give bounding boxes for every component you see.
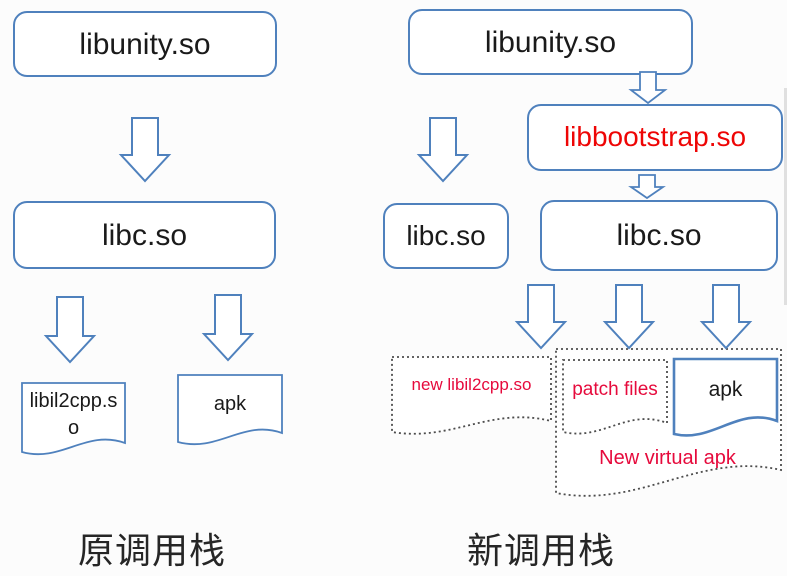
down-arrow-icon xyxy=(43,296,97,364)
down-arrow-icon xyxy=(118,117,172,183)
down-arrow-icon xyxy=(628,71,668,105)
virtual-apk-label: New virtual apk xyxy=(599,446,736,469)
down-arrow-icon xyxy=(628,174,666,200)
libil2cpp-document-label: libil2cpp.so xyxy=(29,390,118,439)
apk-right-document-label: apk xyxy=(708,378,743,401)
down-arrow-icon xyxy=(514,284,568,350)
node-libbootstrap-label: libbootstrap.so xyxy=(563,121,747,153)
node-libc-right-main: libc.so xyxy=(540,200,778,271)
node-libc-right-small-label: libc.so xyxy=(406,219,486,251)
node-libunity-right: libunity.so xyxy=(408,9,693,75)
down-arrow-icon xyxy=(416,117,470,183)
caption-new-call-stack: 新调用栈 xyxy=(466,531,615,571)
screen-edge-artifact xyxy=(784,88,787,305)
patch-files-document-label: patch files xyxy=(572,379,658,400)
node-libunity-left: libunity.so xyxy=(13,11,277,77)
node-libc-left: libc.so xyxy=(13,201,276,269)
caption-original-call-stack: 原调用栈 xyxy=(77,531,226,571)
node-libc-right-main-label: libc.so xyxy=(616,219,702,252)
node-libunity-left-label: libunity.so xyxy=(79,27,211,61)
new-libil2cpp-document-label: new libil2cpp.so xyxy=(411,375,532,394)
node-libunity-right-label: libunity.so xyxy=(484,25,617,59)
virtual-apk-dotted-document-shape xyxy=(555,348,782,497)
node-libc-right-small: libc.so xyxy=(383,203,509,269)
down-arrow-icon xyxy=(201,294,255,362)
apk-left-document-label: apk xyxy=(213,392,247,415)
down-arrow-icon xyxy=(602,284,656,350)
down-arrow-icon xyxy=(699,284,753,350)
node-libbootstrap: libbootstrap.so xyxy=(527,104,783,171)
node-libc-left-label: libc.so xyxy=(101,218,188,252)
